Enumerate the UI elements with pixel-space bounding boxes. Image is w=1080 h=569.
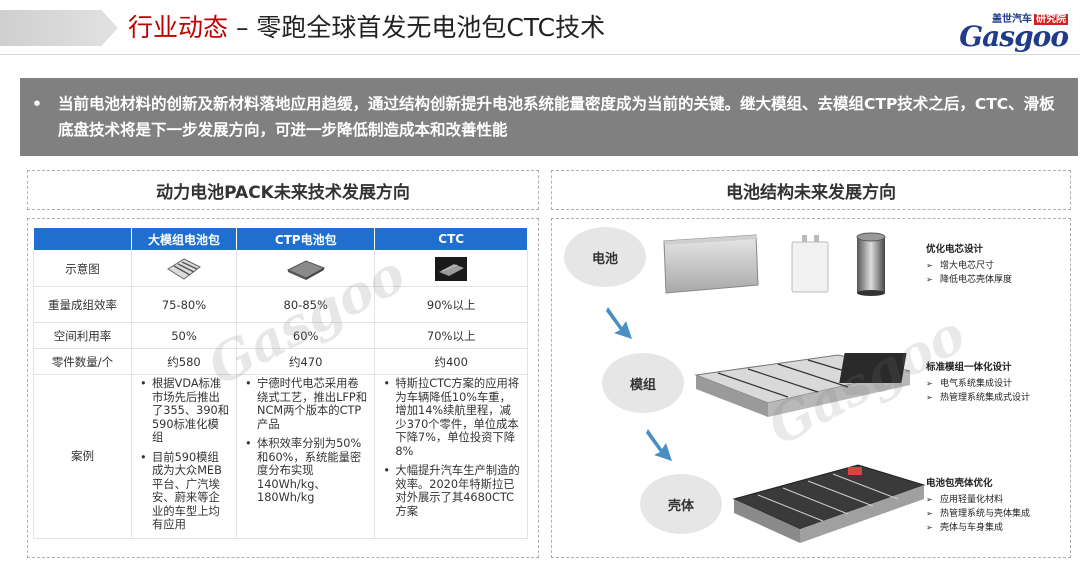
right-section-title: 电池结构未来发展方向 — [551, 170, 1071, 210]
battery-pack-shell-image — [732, 464, 926, 543]
ctp-pack-icon — [286, 259, 325, 280]
row-label-space: 空间利用率 — [33, 322, 132, 349]
desc-title: 优化电芯设计 — [926, 244, 984, 255]
prismatic-cell-image — [663, 234, 759, 294]
module-design-desc: 标准模组一体化设计 电气系统集成设计 热管理系统集成式设计 — [926, 359, 1030, 405]
list-item: 大幅提升汽车生产制造的效率。2020年特斯拉已对外展示了其4680CTC方案 — [383, 464, 521, 518]
page-title: 行业动态 – 零跑全球首发无电池包CTC技术 — [128, 12, 605, 44]
gasgoo-logo: 盖世汽车研究院 Gasgoo — [938, 8, 1069, 53]
ctc-pack-image — [374, 250, 528, 287]
row-label-weight: 重量成组效率 — [33, 286, 132, 323]
table-header-ctc: CTC — [374, 227, 528, 251]
battery-structure-panel: 电池 模组 壳体 — [551, 218, 1071, 558]
header-accent-bar — [0, 10, 118, 46]
case-ctp: 宁德时代电芯采用卷绕式工艺，推出LFP和NCM两个版本的CTP产品 体积效率分别… — [236, 374, 376, 539]
shell-design-desc: 电池包壳体优化 应用轻量化材料 热管理系统与壳体集成 壳体与车身集成 — [926, 475, 1030, 535]
desc-title: 标准模组一体化设计 — [926, 362, 1012, 373]
left-section-title: 动力电池PACK未来技术发展方向 — [27, 170, 539, 210]
parts-ctp: 约470 — [236, 348, 376, 375]
table-header-row: 大模组电池包 CTP电池包 CTC — [33, 227, 528, 251]
space-ctp: 60% — [236, 322, 376, 349]
list-item: 根据VDA标准市场先后推出了355、390和590标准化模组 — [140, 377, 230, 445]
pack-tech-table: 大模组电池包 CTP电池包 CTC 示意图 — [33, 227, 528, 539]
battery-module-image — [694, 353, 911, 417]
table-row: 示意图 — [33, 250, 528, 287]
table-header-corner — [33, 227, 132, 251]
table-row: 零件数量/个 约580 约470 约400 — [33, 348, 528, 375]
desc-title: 电池包壳体优化 — [926, 478, 993, 489]
list-item: 体积效率分别为50%和60%，系统能量密度分布实现140Wh/kg、180Wh/… — [245, 437, 368, 505]
case-big-module: 根据VDA标准市场先后推出了355、390和590标准化模组 目前590模组成为… — [130, 374, 238, 539]
table-header-ctp: CTP电池包 — [236, 227, 376, 251]
title-rest: – 零跑全球首发无电池包CTC技术 — [228, 13, 606, 42]
list-item: 特斯拉CTC方案的应用将为车辆降低10%车重，增加14%续航里程，减少370个零… — [383, 377, 521, 458]
list-item: 增大电芯尺寸 — [926, 259, 1012, 273]
slide-header: 行业动态 – 零跑全球首发无电池包CTC技术 盖世汽车研究院 Gasgoo — [0, 0, 1080, 56]
list-item: 热管理系统集成式设计 — [926, 391, 1030, 405]
arrow-down-icon — [646, 429, 672, 461]
parts-big-module: 约580 — [130, 348, 238, 375]
ctc-pack-icon — [435, 256, 468, 281]
weight-big-module: 75-80% — [130, 286, 238, 323]
node-shell: 壳体 — [640, 474, 722, 534]
case-ctc: 特斯拉CTC方案的应用将为车辆降低10%车重，增加14%续航里程，减少370个零… — [374, 374, 528, 539]
pouch-cell-image — [791, 235, 829, 293]
list-item: 宁德时代电芯采用卷绕式工艺，推出LFP和NCM两个版本的CTP产品 — [245, 377, 368, 431]
big-module-pack-icon — [167, 257, 201, 280]
list-item: 应用轻量化材料 — [926, 493, 1030, 507]
arrow-down-icon — [606, 307, 632, 339]
row-label-parts: 零件数量/个 — [33, 348, 132, 375]
logo-top-text: 盖世汽车研究院 — [992, 14, 1068, 25]
ctp-pack-image — [236, 250, 376, 287]
row-label-case: 案例 — [33, 374, 132, 539]
table-row: 案例 根据VDA标准市场先后推出了355、390和590标准化模组 目前590模… — [33, 374, 528, 539]
table-row: 重量成组效率 75-80% 80-85% 90%以上 — [33, 286, 528, 323]
space-ctc: 70%以上 — [374, 322, 528, 349]
list-item: 电气系统集成设计 — [926, 377, 1030, 391]
weight-ctp: 80-85% — [236, 286, 376, 323]
big-module-pack-image — [130, 250, 238, 287]
row-label-image: 示意图 — [33, 250, 132, 287]
list-item: 降低电芯壳体厚度 — [926, 273, 1012, 287]
header-divider — [0, 54, 1080, 55]
cell-design-desc: 优化电芯设计 增大电芯尺寸 降低电芯壳体厚度 — [926, 241, 1012, 287]
list-item: 热管理系统与壳体集成 — [926, 507, 1030, 521]
space-big-module: 50% — [130, 322, 238, 349]
cylindrical-cell-image — [856, 232, 886, 296]
node-cell: 电池 — [564, 227, 646, 287]
weight-ctc: 90%以上 — [374, 286, 528, 323]
title-accent: 行业动态 — [128, 13, 229, 42]
intro-banner: • 当前电池材料的创新及新材料落地应用趋缓，通过结构创新提升电池系统能量密度成为… — [20, 78, 1078, 156]
parts-ctc: 约400 — [374, 348, 528, 375]
node-module: 模组 — [602, 353, 684, 413]
list-item: 壳体与车身集成 — [926, 521, 1030, 535]
intro-bullet: • — [32, 95, 42, 113]
logo-wordmark: Gasgoo — [959, 20, 1069, 53]
pack-tech-panel: 大模组电池包 CTP电池包 CTC 示意图 — [27, 218, 539, 558]
table-row: 空间利用率 50% 60% 70%以上 — [33, 322, 528, 349]
table-header-big-module: 大模组电池包 — [130, 227, 238, 251]
intro-text: 当前电池材料的创新及新材料落地应用趋缓，通过结构创新提升电池系统能量密度成为当前… — [58, 95, 1055, 139]
list-item: 目前590模组成为大众MEB平台、广汽埃安、蔚来等企业的车型上均有应用 — [140, 451, 230, 532]
